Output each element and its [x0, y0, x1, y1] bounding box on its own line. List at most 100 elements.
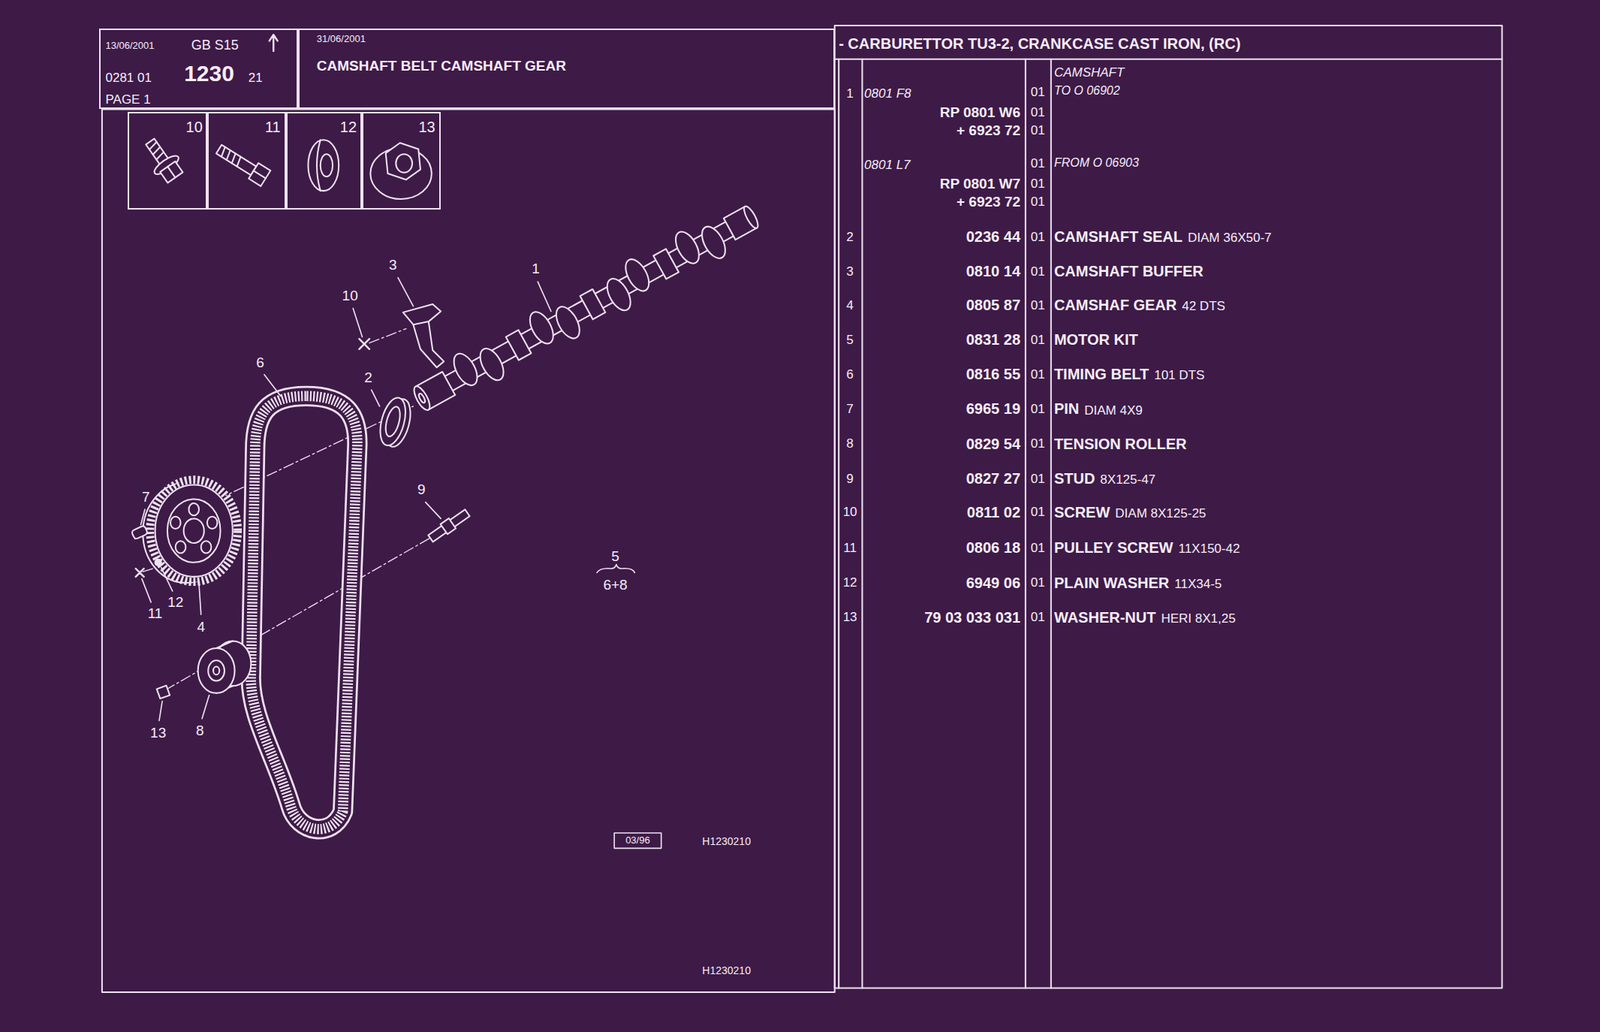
callout-number: 8 — [195, 722, 205, 739]
icon-screw — [159, 161, 183, 184]
icon-bolt — [216, 144, 257, 175]
camshaft-gear — [155, 485, 233, 577]
camshaft-gear — [201, 540, 212, 553]
part-dimension: 11X34-5 — [1174, 576, 1222, 592]
reference: 0236 44 — [966, 228, 1021, 246]
quantity: 01 — [1030, 194, 1046, 210]
camshaft — [406, 196, 765, 420]
stud — [440, 518, 456, 534]
quantity: 01 — [1030, 540, 1046, 556]
edition-date: 03/96 — [625, 834, 651, 847]
reference: + 6923 72 — [956, 122, 1021, 139]
icon-washer — [307, 139, 339, 191]
quantity: 01 — [1030, 156, 1046, 172]
callout-number: 2 — [364, 369, 373, 386]
camshaft-gear — [150, 479, 239, 582]
camshaft — [411, 383, 434, 413]
title-box: 31/06/2001CAMSHAFT BELT CAMSHAFT GEAR — [298, 28, 835, 109]
item-number: 3 — [846, 264, 853, 280]
serial-range: TO O 06902 — [1054, 84, 1121, 98]
camshaft-gear — [170, 516, 181, 529]
catalogue-number: 0281 01 — [105, 70, 151, 86]
drawing-number: H1230210 — [702, 834, 751, 847]
callout-number: 10 — [186, 118, 203, 136]
item-number: 2 — [846, 229, 853, 245]
icon-screw — [138, 133, 187, 187]
tension-roller — [198, 640, 252, 693]
timing-belt — [250, 395, 358, 829]
leader-lines — [537, 281, 552, 311]
screw-mark — [358, 338, 370, 350]
icon-bolt — [213, 141, 271, 187]
part-dimension: DIAM 4X9 — [1084, 403, 1142, 419]
date-box — [614, 832, 662, 848]
part-name: STUD — [1054, 470, 1095, 488]
leader-lines — [352, 307, 362, 337]
callout-number: 7 — [141, 488, 151, 506]
callout-number: 6 — [256, 354, 265, 371]
reference: RP 0801 W6 — [940, 104, 1021, 121]
catalogue-code: GB S15 — [191, 37, 239, 54]
page-title: CAMSHAFT BELT CAMSHAFT GEAR — [316, 57, 567, 75]
leader-lines — [141, 578, 151, 603]
icon-washer-nut — [370, 142, 432, 199]
reference: 0801 F8 — [864, 86, 911, 102]
up-arrow — [269, 34, 278, 52]
reference: 79 03 033 031 — [924, 608, 1021, 627]
icon-washer — [307, 139, 339, 191]
leader-lines — [425, 502, 441, 519]
icon-box: 12 — [286, 111, 363, 209]
item-number: 10 — [843, 504, 858, 520]
camshaft-seal — [375, 394, 410, 449]
timing-belt — [250, 395, 358, 829]
part-name: MOTOR KIT — [1054, 331, 1139, 349]
stud — [427, 509, 470, 542]
icon-washer-nut — [385, 142, 421, 180]
quantity: 01 — [1030, 436, 1046, 452]
reference: 0816 55 — [966, 365, 1021, 383]
leader-lines — [141, 277, 552, 721]
reference: 0827 27 — [966, 470, 1021, 488]
icon-bolt — [213, 141, 271, 187]
leader-lines — [371, 389, 380, 407]
callout-number: 13 — [418, 118, 435, 136]
reference: 0810 14 — [966, 262, 1021, 281]
camshaft-buffer — [403, 304, 444, 368]
camshaft — [524, 307, 558, 347]
reference: 0805 87 — [966, 296, 1021, 314]
part-dimension: 101 DTS — [1154, 367, 1205, 383]
quantity: 01 — [1030, 367, 1046, 383]
camshaft-buffer — [412, 321, 428, 325]
drawing-number: H1230210 — [702, 964, 751, 977]
issue-date: 13/06/2001 — [105, 40, 154, 52]
leader-lines — [159, 701, 163, 721]
timing-belt — [250, 395, 358, 829]
callout-number: 5 — [611, 548, 620, 565]
camshaft — [406, 196, 765, 420]
quantity: 01 — [1030, 105, 1046, 121]
part-name: TENSION ROLLER — [1054, 435, 1188, 453]
item-number: 5 — [846, 332, 853, 348]
part-dimension: DIAM 36X50-7 — [1187, 230, 1272, 246]
tension-roller — [198, 647, 236, 694]
camshaft-gear — [207, 516, 218, 529]
page-frame — [861, 59, 863, 989]
camshaft — [653, 248, 679, 279]
leader-lines — [198, 583, 202, 615]
icon-washer — [316, 139, 321, 191]
stud — [427, 507, 471, 544]
part-name: CAMSHAF GEAR — [1054, 296, 1177, 314]
reference: 0831 28 — [966, 331, 1021, 349]
washer-and-screw — [135, 559, 162, 577]
camshaft-gear — [167, 499, 221, 563]
camshaft — [551, 302, 585, 342]
callout-number: 3 — [388, 256, 398, 274]
camshaft — [671, 227, 705, 267]
serial-range: FROM O 06903 — [1054, 156, 1139, 170]
camshaft — [414, 210, 756, 408]
icon-box: 13 — [361, 111, 441, 209]
icon-bolt — [219, 147, 243, 167]
camshaft-seal — [375, 394, 415, 450]
reference: + 6923 72 — [956, 193, 1021, 211]
centre-lines — [369, 328, 407, 344]
